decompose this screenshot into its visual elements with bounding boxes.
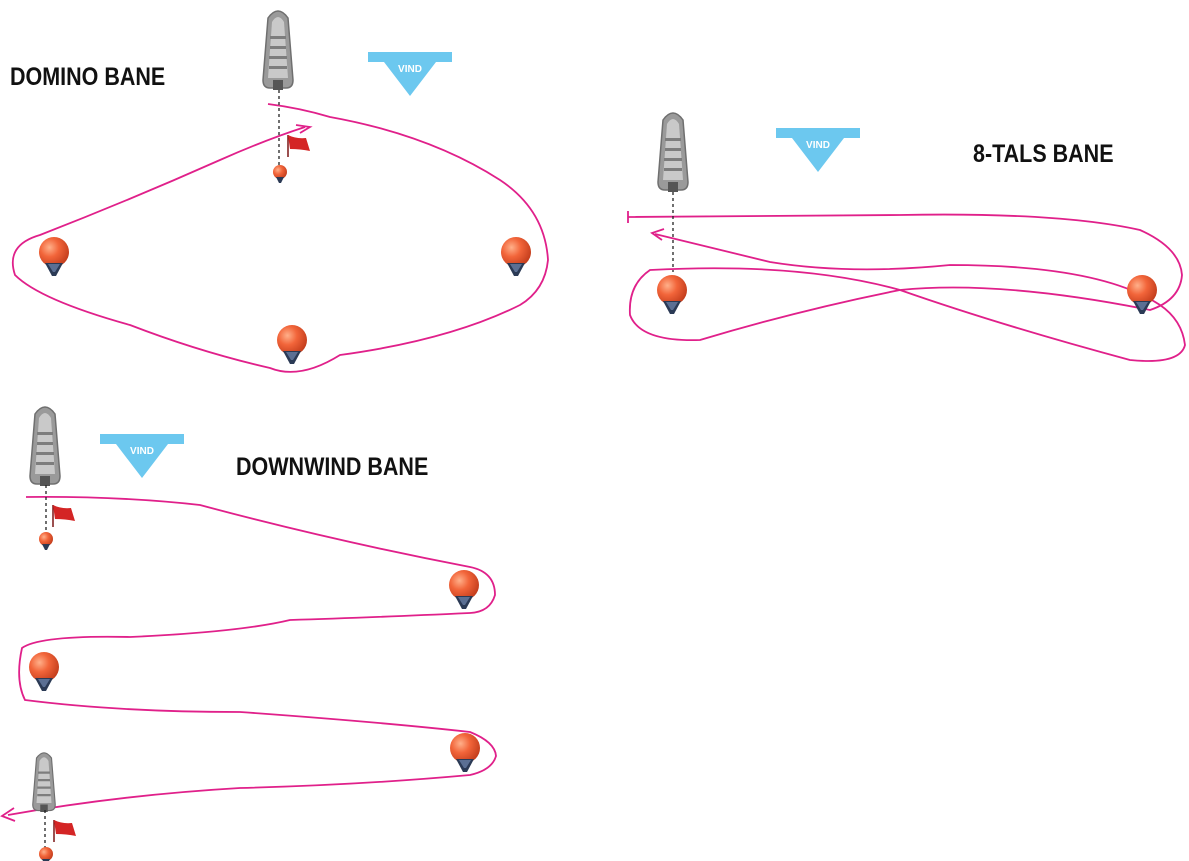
wind-arrow-icon: VIND: [776, 128, 860, 172]
flag-icon: [52, 504, 76, 528]
wind-label: VIND: [130, 446, 154, 457]
wind-label: VIND: [398, 64, 422, 75]
eight-course: VIND: [627, 112, 1186, 362]
buoy-icon: [39, 237, 69, 276]
domino-title: DOMINO BANE: [10, 63, 166, 91]
downwind-course: VIND: [0, 406, 497, 861]
finish-buoy-icon: [39, 847, 53, 861]
boat-icon: [657, 112, 689, 193]
buoy-icon: [449, 570, 479, 609]
start-buoy-icon: [39, 532, 53, 550]
downwind-title: DOWNWIND BANE: [236, 453, 429, 481]
wind-arrow-icon: VIND: [368, 52, 452, 96]
domino-route: [11, 103, 549, 373]
boat-icon: [262, 10, 294, 91]
buoy-icon: [277, 325, 307, 364]
flag-icon: [53, 819, 77, 843]
buoy-icon: [501, 237, 531, 276]
buoy-icon: [29, 652, 59, 691]
buoy-icon: [657, 275, 687, 314]
domino-course: VIND: [11, 10, 549, 373]
buoy-icon: [1127, 275, 1157, 314]
eight-route: [627, 213, 1186, 362]
boat-icon: [32, 752, 56, 813]
flag-icon: [287, 134, 311, 158]
downwind-route: [7, 496, 497, 816]
eight-title: 8-TALS BANE: [973, 140, 1114, 168]
wind-arrow-icon: VIND: [100, 434, 184, 478]
boat-icon: [29, 406, 61, 487]
wind-label: VIND: [806, 140, 830, 151]
buoy-icon: [450, 733, 480, 772]
start-buoy-icon: [273, 165, 287, 183]
